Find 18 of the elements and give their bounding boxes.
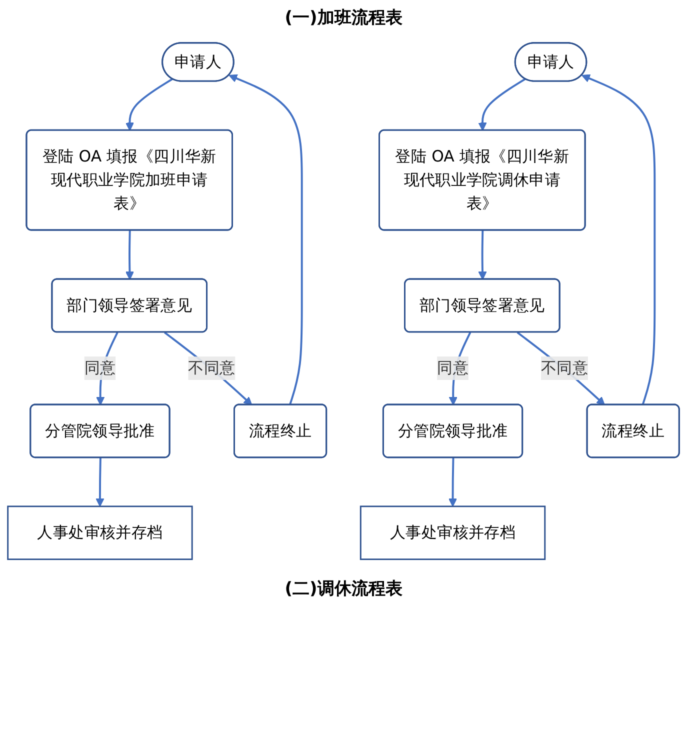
arrow [228,74,303,406]
edge-label: 不同意 [540,358,588,378]
heading: (二)调休流程表 [284,578,404,600]
edge-label: 同意 [84,358,116,378]
arrow [478,230,487,280]
node-box: 人事处审核并存档 [7,506,193,560]
heading: (一)加班流程表 [284,7,404,29]
node-box: 人事处审核并存档 [360,506,546,560]
arrow [516,332,606,406]
arrow [125,78,173,131]
arrow [478,78,526,131]
arrow [582,74,656,406]
edge-label: 同意 [437,358,468,378]
arrow [164,332,252,406]
edge-label: 不同意 [188,358,236,378]
arrow [125,230,134,280]
arrow [448,458,458,507]
arrow [96,458,104,507]
